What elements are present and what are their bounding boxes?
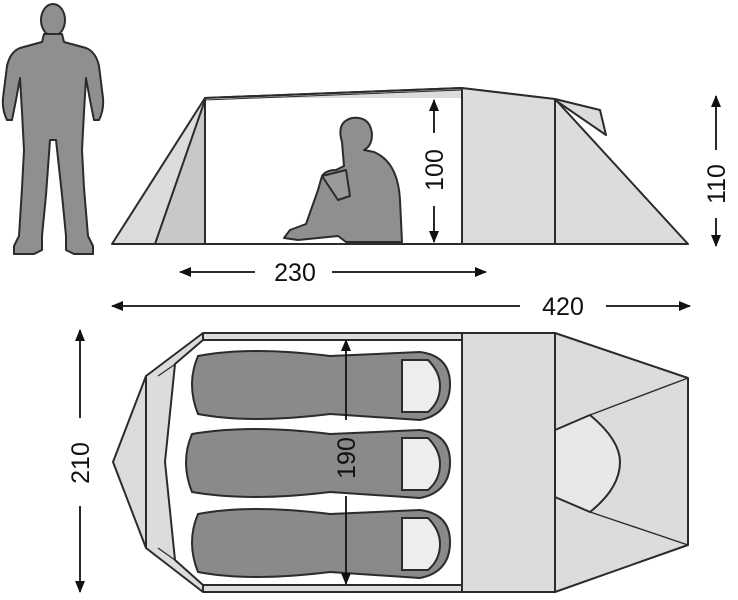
width-label: 210 [67, 442, 95, 484]
total-length-label: 420 [542, 293, 584, 321]
sleeping-bag-icon [191, 508, 452, 580]
sleeping-length-label: 190 [333, 437, 361, 479]
sleeping-bag-icon [185, 428, 452, 500]
standing-person-icon [1, 3, 105, 255]
total-height-label: 110 [703, 164, 731, 204]
sitting-person-icon [283, 116, 403, 243]
sleeping-bag-icon [191, 350, 452, 422]
interior-length-label: 230 [274, 259, 316, 287]
inner-height-label: 100 [421, 149, 449, 191]
dimension-arrows [75, 95, 721, 593]
